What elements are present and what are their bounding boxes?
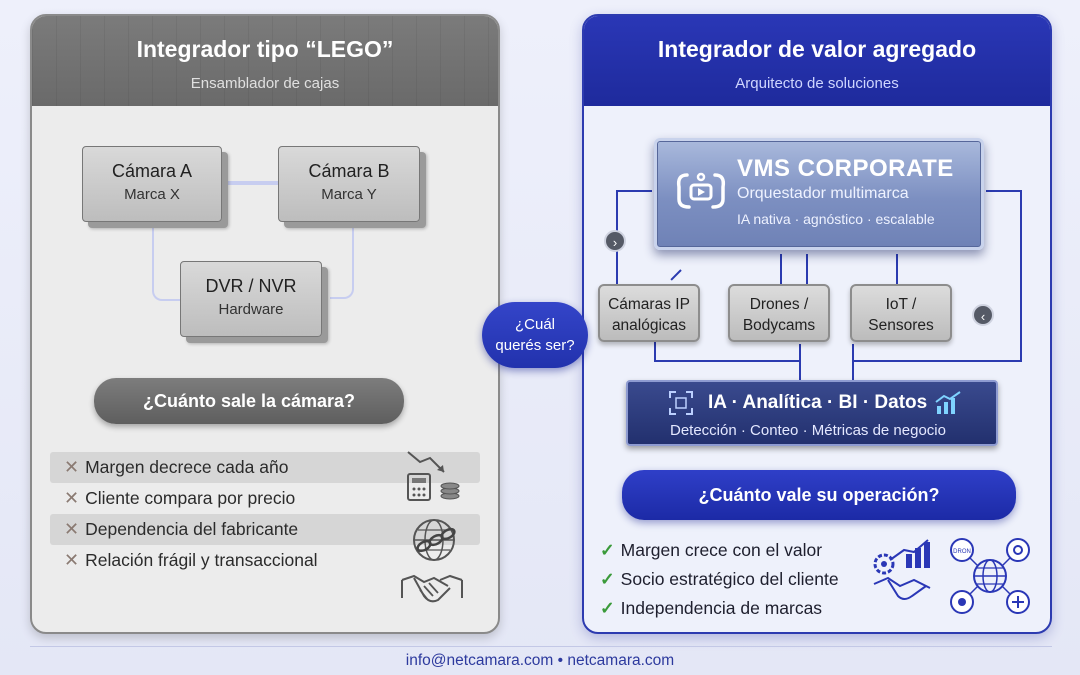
list-item-label: Margen decrece cada año: [85, 457, 289, 477]
list-item: ✓Independencia de marcas: [600, 594, 839, 623]
lego-panel-subtitle: Ensamblador de cajas: [190, 75, 340, 92]
connected-globe-icon: DRON: [950, 538, 1030, 614]
connector-line: [654, 360, 799, 362]
source-label: IoT /: [885, 296, 917, 313]
connector-line: [1020, 190, 1022, 360]
connector-line: [799, 344, 801, 380]
falling-chart-calculator-icon: [407, 451, 460, 501]
vms-features: IA nativa · agnóstico · escalable: [737, 211, 935, 227]
source-ip-cameras: Cámaras IP analógicas: [598, 284, 700, 342]
connector-line: [896, 254, 898, 284]
camera-b-block: Cámara B Marca Y: [278, 146, 420, 222]
connector-line: [152, 221, 182, 301]
next-arrow-button[interactable]: ›: [604, 230, 626, 252]
lego-integrator-panel: Integrador tipo “LEGO” Ensamblador de ca…: [30, 14, 500, 634]
block-title: Cámara B: [308, 161, 390, 181]
source-label: analógicas: [611, 317, 687, 334]
prev-arrow-button[interactable]: ‹: [972, 304, 994, 326]
source-label: Drones /: [749, 296, 809, 313]
value-panel-header: Integrador de valor agregado Arquitecto …: [584, 16, 1050, 106]
list-item-label: Independencia de marcas: [620, 598, 823, 618]
face-scan-icon: [669, 391, 693, 415]
x-icon: ✕: [64, 550, 80, 570]
bar-chart-icon: [935, 391, 961, 414]
list-item: ✕Cliente compara por precio: [50, 483, 480, 514]
vms-title: VMS CORPORATE: [737, 155, 954, 182]
bubble-line: querés ser?: [495, 337, 575, 354]
footer-divider: [30, 646, 1052, 647]
connector-line: [852, 344, 854, 380]
which-one-bubble: ¿Cuál querés ser?: [482, 302, 588, 368]
x-icon: ✕: [64, 519, 80, 539]
list-item-label: Dependencia del fabricante: [85, 519, 299, 539]
vms-corporate-box: VMS CORPORATE Orquestador multimarca IA …: [654, 138, 984, 250]
ia-subtitle: Detección · Conteo · Métricas de negocio: [670, 422, 946, 439]
x-icon: ✕: [64, 488, 80, 508]
value-panel-subtitle: Arquitecto de soluciones: [735, 75, 899, 92]
list-item: ✓Margen crece con el valor: [600, 536, 839, 565]
connector-line: [852, 360, 1022, 362]
ia-analytics-box: IA · Analítica · BI · Datos Detección · …: [626, 380, 998, 446]
source-label: Sensores: [868, 317, 934, 334]
check-icon: ✓: [600, 598, 615, 618]
list-item-label: Cliente compara por precio: [85, 488, 296, 508]
value-integrator-panel: Integrador de valor agregado Arquitecto …: [582, 14, 1052, 634]
connector-line: [616, 190, 652, 192]
drone-badge-label: DRON: [953, 549, 971, 555]
block-brand: Marca X: [124, 186, 180, 203]
connector-line: [780, 254, 782, 284]
source-label: Cámaras IP: [608, 296, 690, 313]
list-item: ✕Dependencia del fabricante: [50, 514, 480, 545]
check-icon: ✓: [600, 540, 615, 560]
price-question-pill: ¿Cuánto sale la cámara?: [94, 378, 404, 424]
connector-line: [806, 254, 808, 284]
block-subtitle: Hardware: [218, 301, 284, 318]
handshake-icon: [401, 574, 463, 603]
chain-globe-icon: [413, 519, 456, 561]
list-item-label: Margen crece con el valor: [620, 540, 823, 560]
camera-a-block: Cámara A Marca X: [82, 146, 222, 222]
block-title: DVR / NVR: [205, 276, 297, 296]
block-title: Cámara A: [111, 161, 193, 181]
vms-subtitle: Orquestador multimarca: [737, 185, 909, 202]
pros-list: ✓Margen crece con el valor ✓Socio estrat…: [600, 536, 839, 623]
source-label: Bodycams: [742, 317, 816, 334]
source-drones: Drones / Bodycams: [728, 284, 830, 342]
lego-panel-header: Integrador tipo “LEGO” Ensamblador de ca…: [32, 16, 498, 106]
connector-line: [670, 269, 682, 281]
list-item: ✓Socio estratégico del cliente: [600, 565, 839, 594]
source-iot: IoT / Sensores: [850, 284, 952, 342]
bubble-line: ¿Cuál: [514, 316, 555, 333]
connector-line: [330, 221, 354, 299]
value-panel-title: Integrador de valor agregado: [657, 36, 977, 62]
x-icon: ✕: [64, 457, 80, 477]
growth-gears-handshake-icon: [873, 539, 931, 600]
list-item-label: Socio estratégico del cliente: [620, 569, 839, 589]
block-brand: Marca Y: [321, 186, 377, 203]
connector-line: [654, 342, 656, 360]
dvr-nvr-block: DVR / NVR Hardware: [180, 261, 322, 337]
cons-list: ✕Margen decrece cada año ✕Cliente compar…: [50, 452, 482, 576]
lego-panel-title: Integrador tipo “LEGO”: [136, 36, 394, 62]
value-question-pill: ¿Cuánto vale su operación?: [622, 470, 1016, 520]
footer-contact[interactable]: info@netcamara.com • netcamara.com: [405, 652, 675, 669]
vms-logo-icon: [676, 172, 726, 209]
ia-title: IA · Analítica · BI · Datos: [708, 392, 928, 413]
list-item: ✕Relación frágil y transaccional: [50, 545, 480, 576]
connector-line: [986, 190, 1022, 192]
list-item-label: Relación frágil y transaccional: [85, 550, 318, 570]
check-icon: ✓: [600, 569, 615, 589]
